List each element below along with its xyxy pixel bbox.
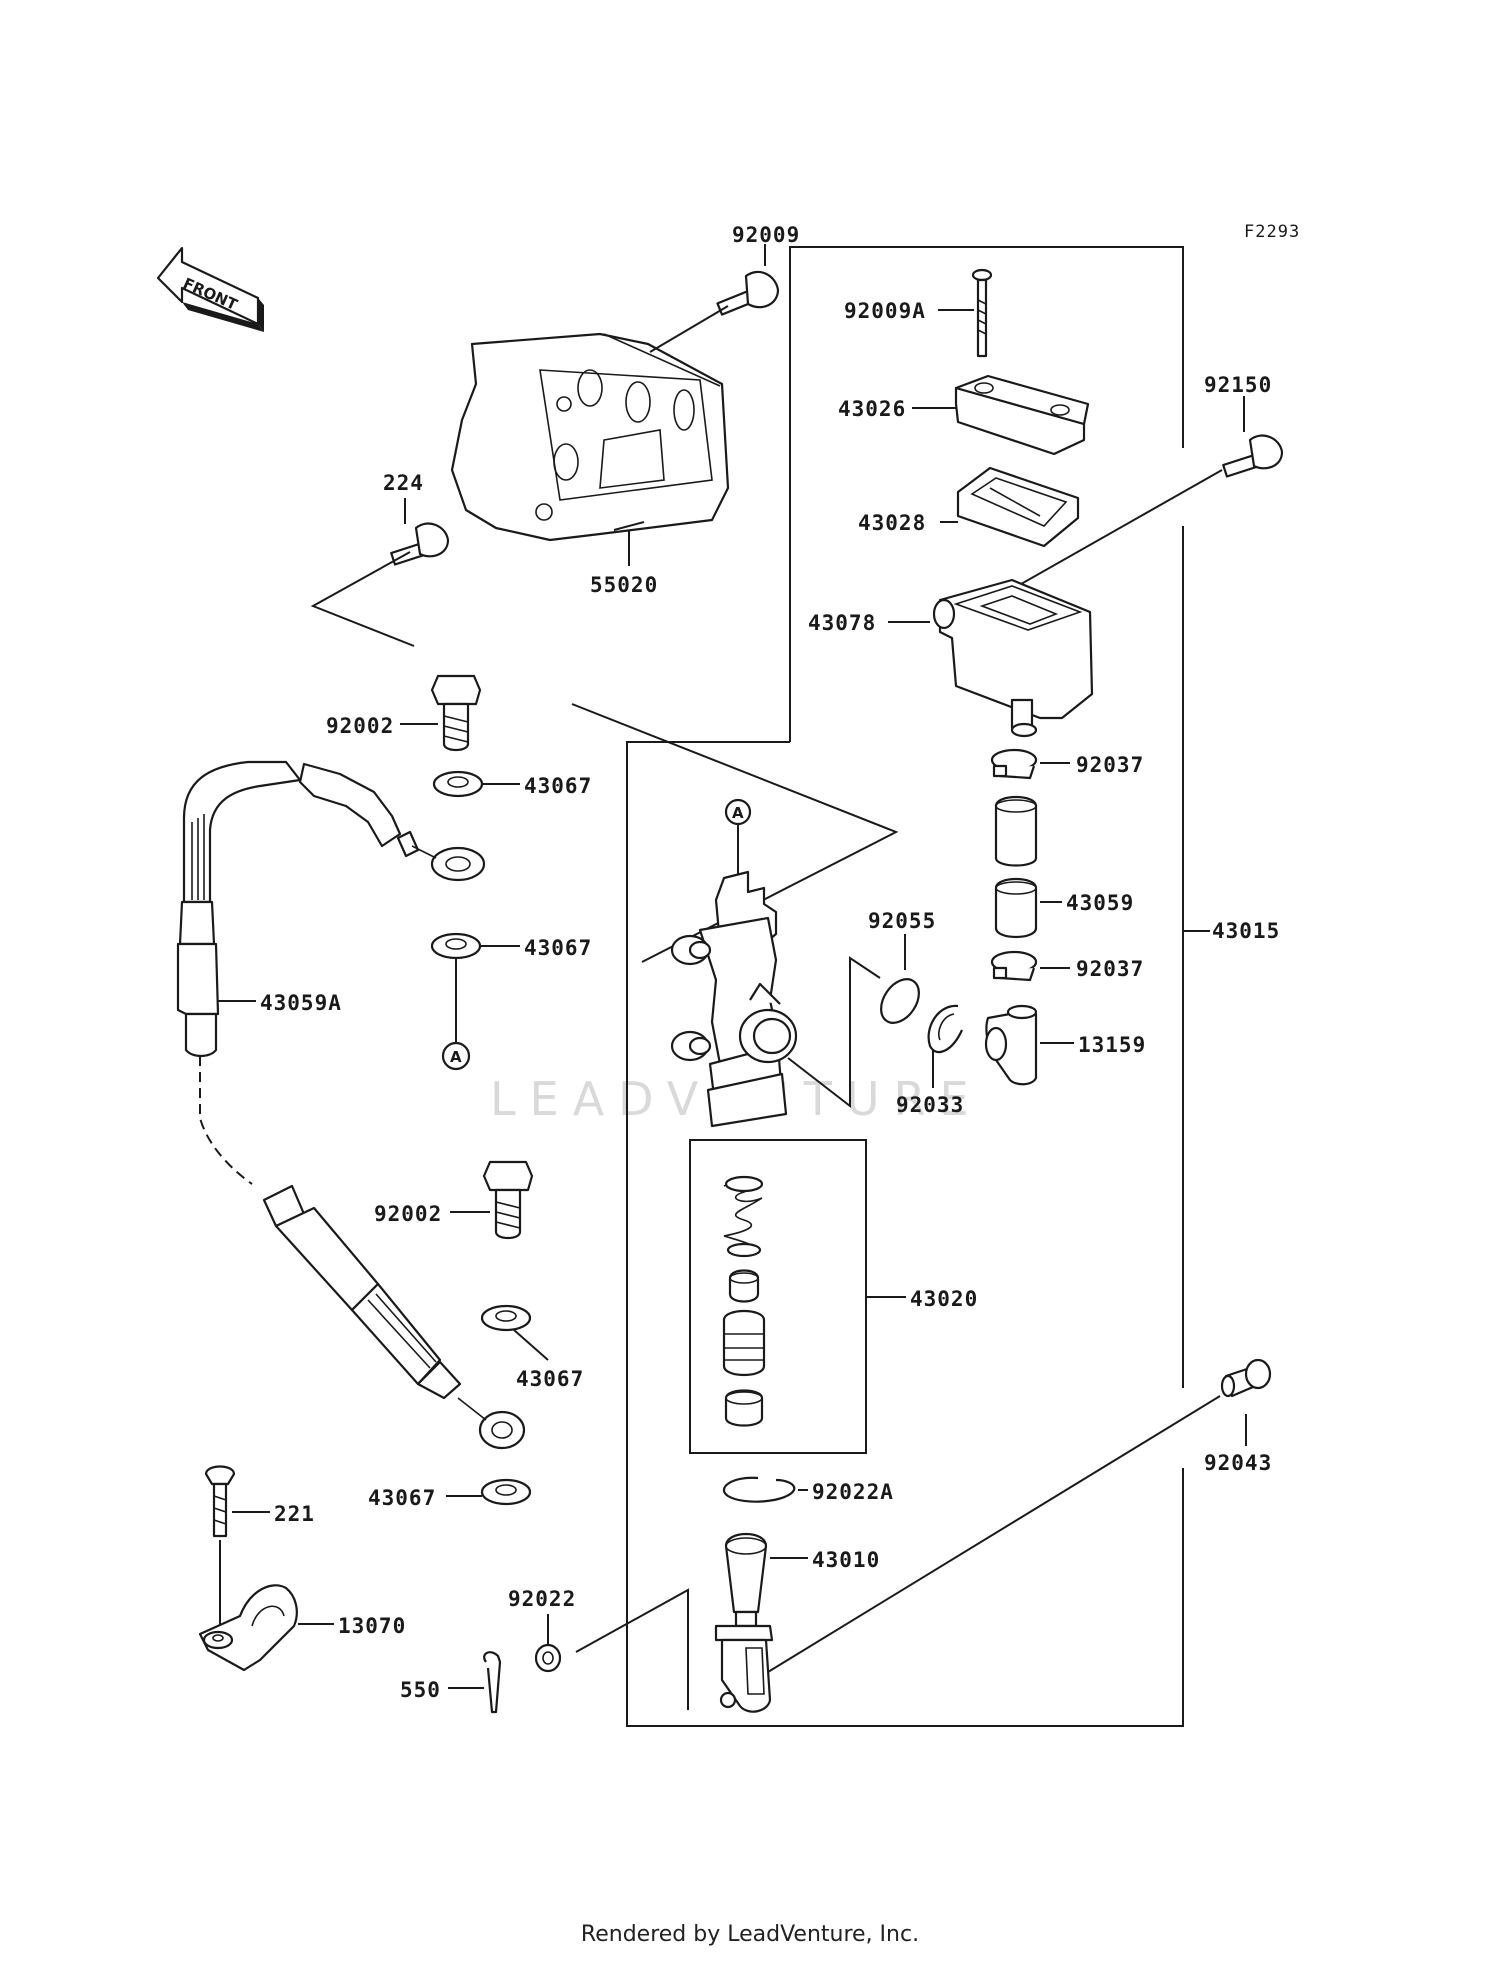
washer-43067-c <box>480 1304 532 1332</box>
label-92002-top: 92002 <box>326 714 394 738</box>
washer-43067-a <box>432 770 484 798</box>
figure-code: F2293 <box>1244 222 1300 242</box>
washer-43067-d <box>480 1478 532 1506</box>
label-43067-d: 43067 <box>368 1486 436 1510</box>
bolt-92150 <box>1222 434 1284 478</box>
label-92009: 92009 <box>732 223 800 247</box>
cotter-pin-550 <box>483 1651 502 1714</box>
label-43010: 43010 <box>812 1548 880 1572</box>
label-13159: 13159 <box>1078 1033 1146 1057</box>
label-92055: 92055 <box>868 909 936 933</box>
label-55020: 55020 <box>590 573 658 597</box>
master-cylinder-body: A <box>670 798 798 1128</box>
front-arrow-icon: FRONT <box>156 246 264 332</box>
pin-92043 <box>1220 1358 1272 1398</box>
label-13070: 13070 <box>338 1614 406 1638</box>
label-92043: 92043 <box>1204 1451 1272 1475</box>
piston-kit-parts-43020 <box>722 1175 766 1427</box>
assembly-bracket-43015 <box>626 246 1210 1727</box>
label-92009a: 92009A <box>844 299 926 323</box>
circlip-92033 <box>927 1004 964 1054</box>
hose-43059 <box>994 795 1038 939</box>
label-43067-b: 43067 <box>524 936 592 960</box>
label-92033: 92033 <box>896 1093 964 1117</box>
guard-55020 <box>450 332 730 542</box>
bolt-224 <box>390 522 450 566</box>
footer-credit: Rendered by LeadVenture, Inc. <box>580 1922 920 1947</box>
bolt-92009 <box>716 270 780 316</box>
label-224: 224 <box>383 471 424 495</box>
label-43067-a: 43067 <box>524 774 592 798</box>
banjo-bolt-92002-bottom <box>482 1160 534 1240</box>
push-rod-43010 <box>714 1533 774 1713</box>
label-92022: 92022 <box>508 1587 576 1611</box>
clamp-92037-a <box>990 748 1038 780</box>
clamp-92037-b <box>990 950 1038 982</box>
banjo-bolt-92002-top <box>430 674 482 752</box>
brake-hose-43059a <box>176 760 526 1450</box>
label-43078: 43078 <box>808 611 876 635</box>
label-43067-c: 43067 <box>516 1367 584 1391</box>
screw-221 <box>204 1465 236 1538</box>
label-43028: 43028 <box>858 511 926 535</box>
ref-marker-a-top: A <box>732 804 744 822</box>
label-92150: 92150 <box>1204 373 1272 397</box>
label-221: 221 <box>274 1502 315 1526</box>
elbow-fitting-13159 <box>984 1004 1038 1086</box>
washer-92022 <box>534 1643 562 1673</box>
label-43015: 43015 <box>1212 919 1280 943</box>
clamp-13070 <box>198 1584 298 1672</box>
o-ring-92055 <box>880 978 920 1024</box>
label-92022a: 92022A <box>812 1480 894 1504</box>
ref-marker-a-bottom: A <box>450 1048 462 1066</box>
reservoir-43078 <box>932 578 1094 738</box>
piston-kit-box-43020 <box>689 1139 867 1454</box>
washer-43067-b <box>430 932 482 960</box>
label-92037-a: 92037 <box>1076 753 1144 777</box>
label-550: 550 <box>400 1678 441 1702</box>
screw-92009a <box>971 268 993 358</box>
label-43020: 43020 <box>910 1287 978 1311</box>
label-43059: 43059 <box>1066 891 1134 915</box>
diaphragm-43028 <box>956 466 1080 548</box>
label-43059a: 43059A <box>260 991 342 1015</box>
label-92037-b: 92037 <box>1076 957 1144 981</box>
reservoir-cap-43026 <box>954 374 1090 456</box>
snap-ring-92022a <box>722 1476 796 1503</box>
label-43026: 43026 <box>838 397 906 421</box>
label-92002-bottom: 92002 <box>374 1202 442 1226</box>
